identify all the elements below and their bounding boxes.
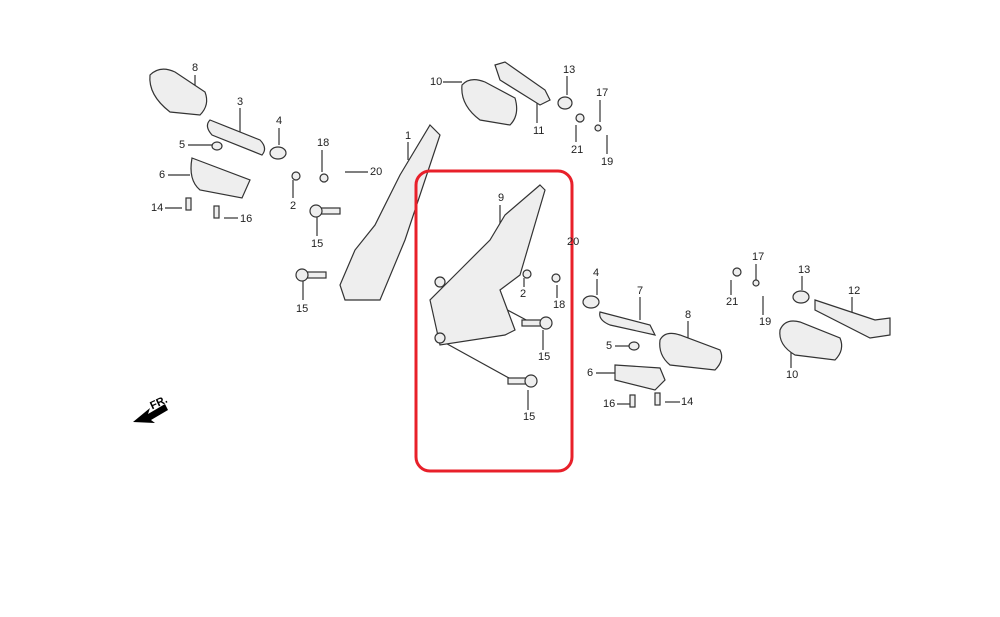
part-label-12: 12: [848, 285, 861, 297]
part-label-10: 10: [430, 76, 443, 88]
part-label-18: 18: [553, 299, 566, 311]
part-label-6: 6: [159, 169, 166, 181]
part-label-17: 17: [596, 87, 609, 99]
front-direction-arrow-icon: [133, 404, 168, 423]
part-label-2: 2: [520, 288, 527, 300]
part-label-21: 21: [571, 144, 584, 156]
part-label-20: 20: [370, 166, 383, 178]
part-label-19: 19: [601, 156, 614, 168]
part-label-14: 14: [151, 202, 164, 214]
part-label-5: 5: [606, 340, 613, 352]
part-label-4: 4: [276, 115, 283, 127]
part-label-3: 3: [237, 96, 244, 108]
part-label-21: 21: [726, 296, 739, 308]
part-label-8: 8: [685, 309, 692, 321]
part-label-15: 15: [538, 351, 551, 363]
part-label-9: 9: [498, 192, 505, 204]
part-label-16: 16: [240, 213, 253, 225]
part-label-17: 17: [752, 251, 765, 263]
part-label-13: 13: [563, 64, 576, 76]
part-label-1: 1: [405, 130, 412, 142]
part-label-15: 15: [296, 303, 309, 315]
part-label-20: 20: [567, 236, 580, 248]
part-label-4: 4: [593, 267, 600, 279]
part-label-11: 11: [533, 125, 545, 137]
part-label-15: 15: [311, 238, 324, 250]
part-label-19: 19: [759, 316, 772, 328]
part-label-2: 2: [290, 200, 297, 212]
part-label-5: 5: [179, 139, 186, 151]
part-label-7: 7: [637, 285, 644, 297]
part-label-16: 16: [603, 398, 616, 410]
part-label-10: 10: [786, 369, 799, 381]
part-label-8: 8: [192, 62, 199, 74]
part-label-13: 13: [798, 264, 811, 276]
part-label-6: 6: [587, 367, 594, 379]
part-label-14: 14: [681, 396, 694, 408]
highlight-box: [414, 169, 574, 473]
part-label-15: 15: [523, 411, 536, 423]
part-label-18: 18: [317, 137, 330, 149]
